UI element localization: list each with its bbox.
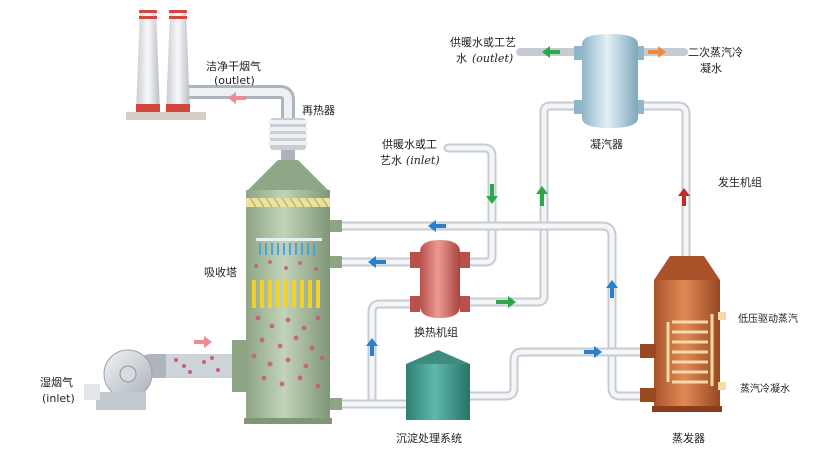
- chimneys: [126, 10, 206, 120]
- arrow-green-icon: [536, 186, 548, 206]
- arrow-pink-icon: [194, 336, 212, 348]
- generator-set-label: 发生机组: [718, 175, 762, 189]
- sedimentation-label: 沉淀处理系统: [396, 431, 462, 445]
- evaporator-vessel: [640, 256, 726, 412]
- flow-arrows: [194, 46, 690, 358]
- supply-water-out-label-1: 供暖水或工艺: [450, 35, 516, 49]
- secondary-condensate-label-2: 凝水: [700, 61, 722, 75]
- arrow-orange-icon: [648, 46, 666, 58]
- arrow-green-icon: [496, 296, 516, 308]
- evaporator-label: 蒸发器: [672, 431, 705, 445]
- labels: 洁净干烟气 (outlet) 再热器 供暖水或工艺 水 (outlet) 供暖水…: [40, 35, 798, 445]
- clean-flue-gas-label: 洁净干烟气: [206, 59, 261, 73]
- arrow-pink-icon: [228, 92, 246, 104]
- arrow-blue-icon: [366, 338, 378, 356]
- clean-flue-gas-sub-label: (outlet): [214, 74, 255, 87]
- condenser-vessel: [574, 34, 644, 128]
- wet-flue-gas-sub-label: (inlet): [42, 392, 75, 405]
- supply-water-out-label-2: 水: [456, 52, 467, 65]
- arrow-blue-icon: [428, 220, 446, 232]
- arrow-blue-icon: [584, 346, 602, 358]
- low-pressure-steam-label: 低压驱动蒸汽: [738, 312, 798, 325]
- sedimentation-tank: [406, 350, 470, 420]
- secondary-condensate-label-1: 二次蒸汽冷: [688, 45, 743, 59]
- arrow-red-icon: [678, 188, 690, 206]
- supply-water-in-sub-label: (inlet): [406, 154, 440, 167]
- wet-flue-gas-label: 湿烟气: [40, 375, 73, 389]
- supply-water-in-label-2: 艺水: [380, 154, 402, 167]
- reheater: [268, 118, 308, 150]
- arrow-blue-icon: [368, 256, 386, 268]
- arrow-green-icon: [486, 184, 498, 204]
- heat-exchanger: [410, 240, 470, 318]
- heat-exchanger-label: 换热机组: [414, 325, 458, 339]
- absorber-tower: [232, 160, 342, 424]
- fan-blower: [84, 349, 232, 410]
- absorber-label: 吸收塔: [204, 265, 237, 279]
- arrow-green-icon: [542, 46, 560, 58]
- arrow-blue-icon: [606, 280, 618, 298]
- supply-water-in-label-1: 供暖水或工: [382, 137, 437, 151]
- supply-water-out-sub-label: (outlet): [472, 52, 513, 65]
- condenser-label: 凝汽器: [590, 137, 623, 151]
- steam-condensate-label: 蒸汽冷凝水: [740, 382, 790, 395]
- reheater-label: 再热器: [302, 104, 335, 117]
